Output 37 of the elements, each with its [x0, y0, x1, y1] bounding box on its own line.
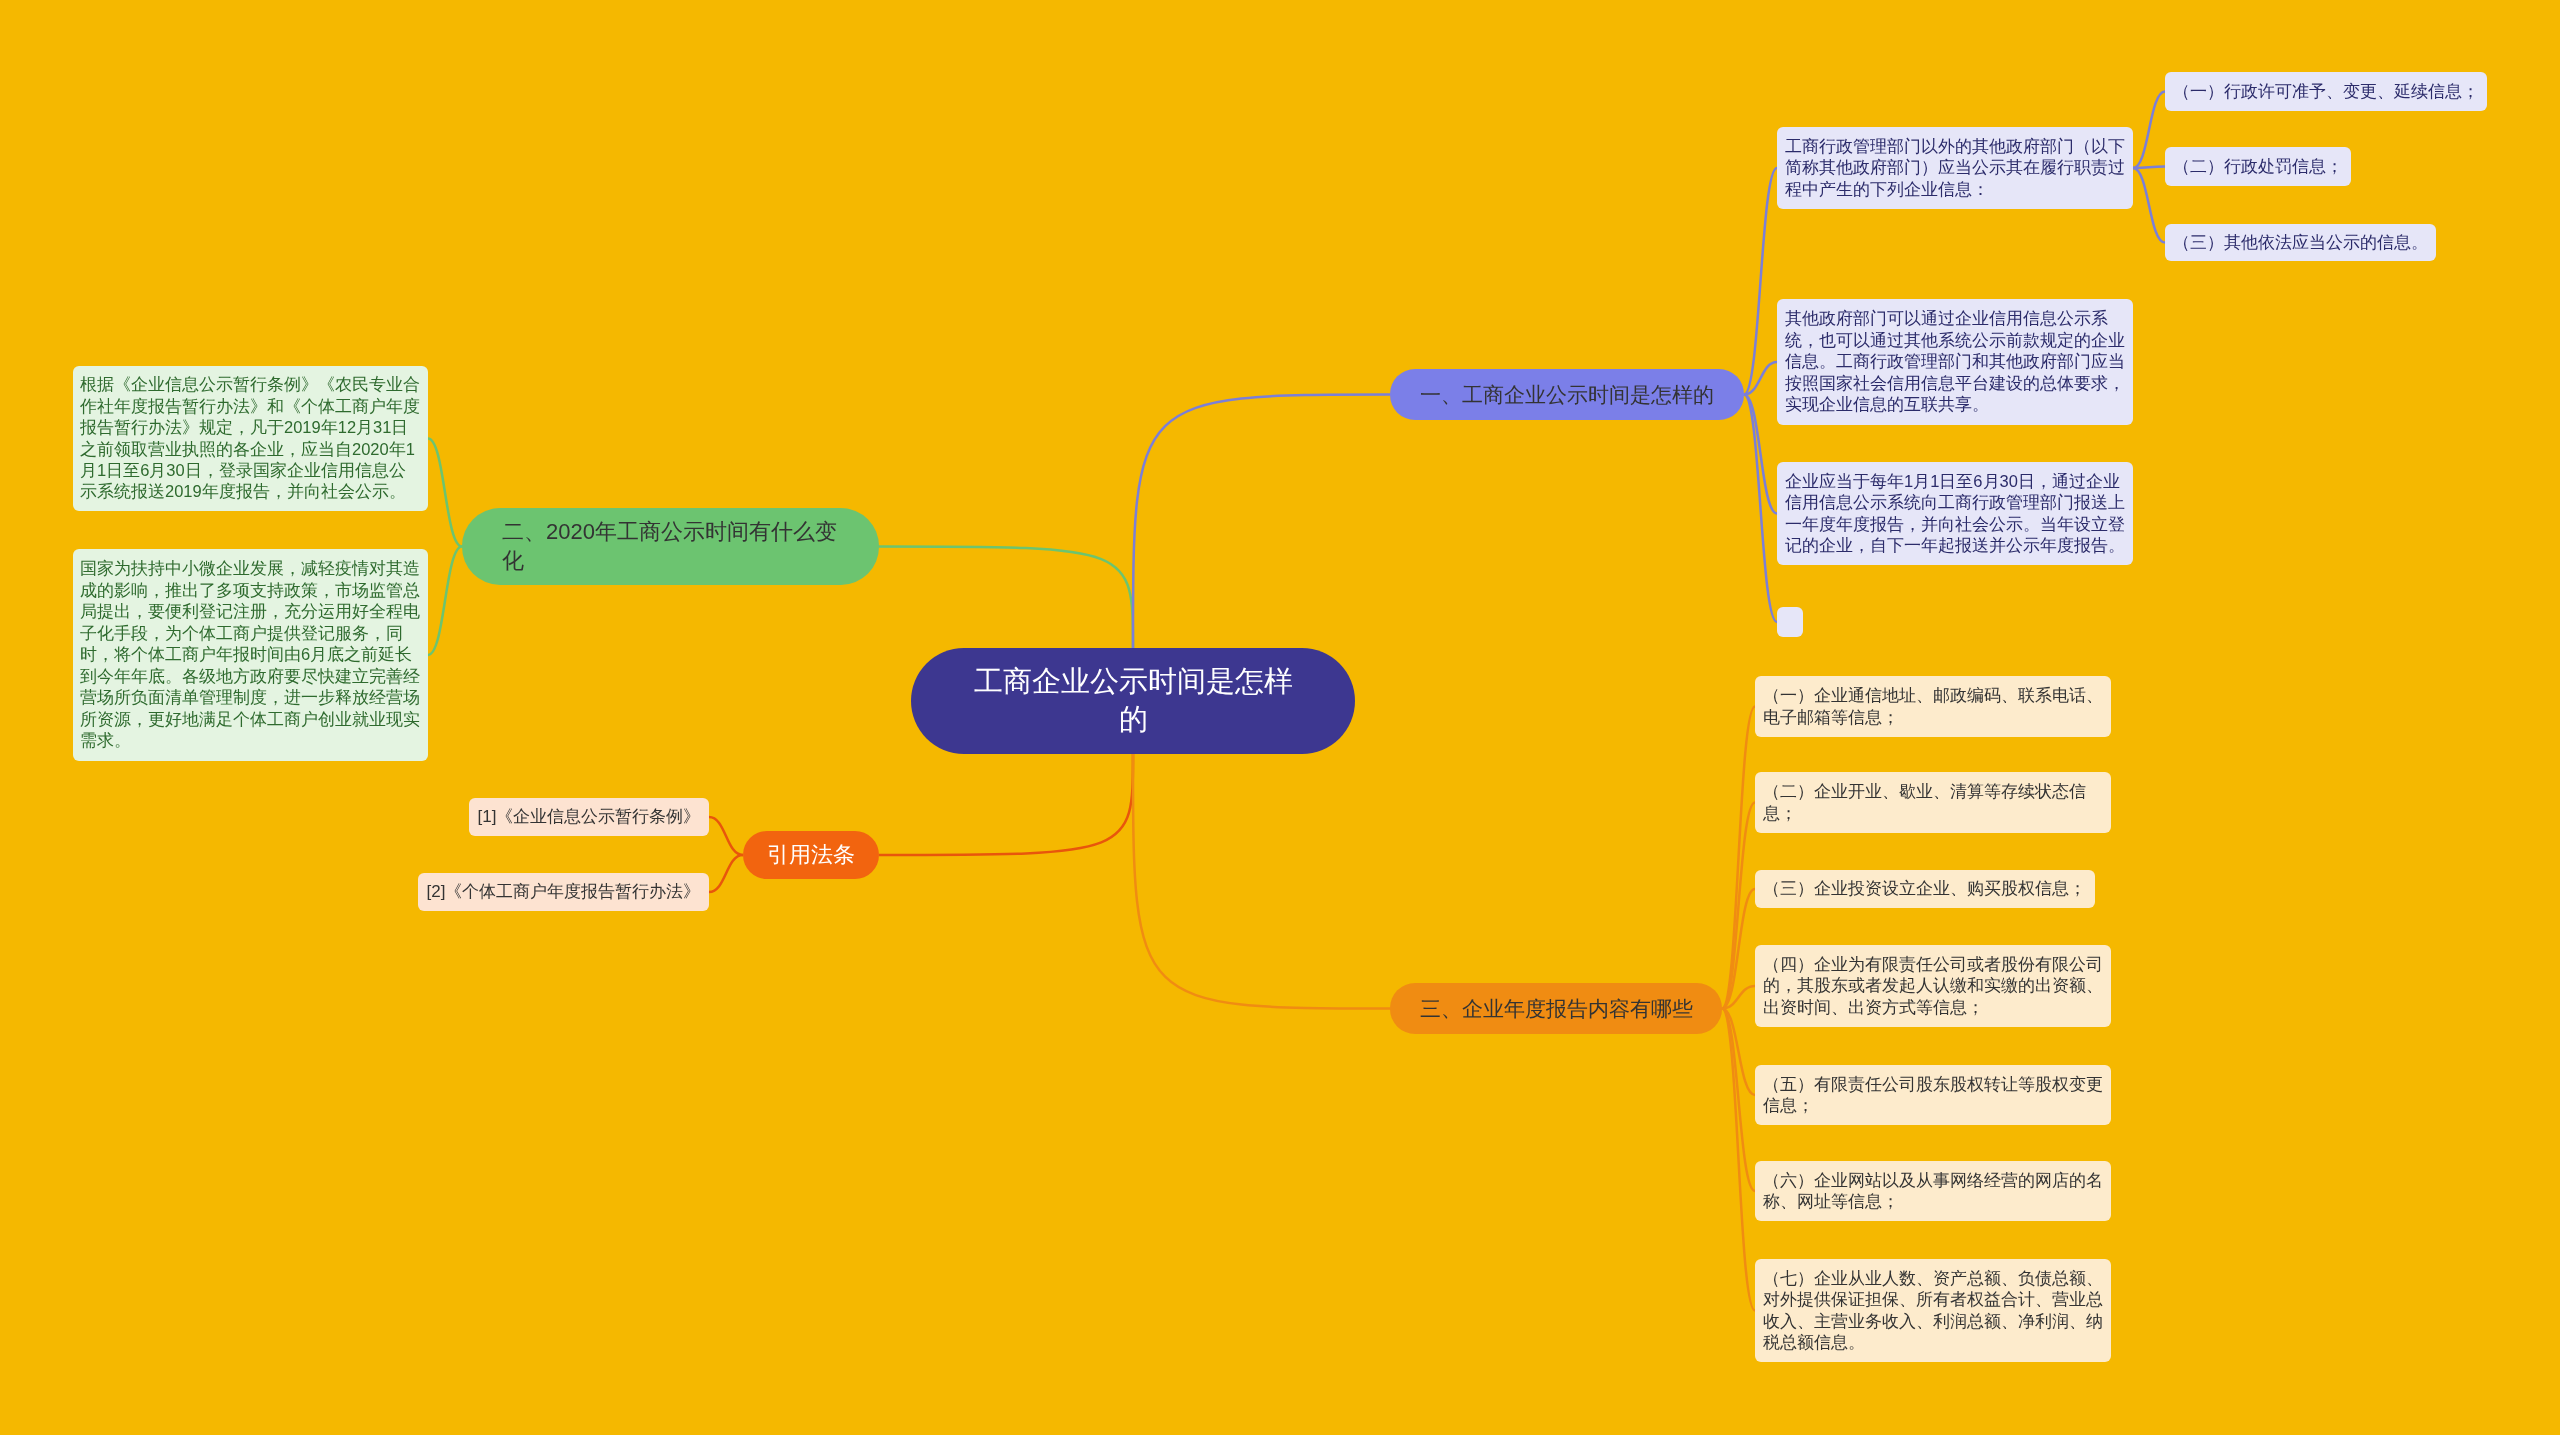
connector-line: [2133, 165, 2165, 170]
branch-topic: 引用法条: [743, 831, 879, 879]
note-box: 企业应当于每年1月1日至6月30日，通过企业信用信息公示系统向工商行政管理部门报送上一年度年度报告，并向社会公示。当年设立登记的企业，自下一年起报送并公示年度报告。: [1777, 462, 2133, 565]
connector-line: [708, 815, 744, 857]
connector-line: [1743, 393, 1778, 515]
branch-topic: 一、工商企业公示时间是怎样的: [1390, 369, 1744, 420]
connector-line: [1743, 167, 1778, 396]
connector-line: [2132, 90, 2166, 170]
note-box: （六）企业网站以及从事网络经营的网店的名称、网址等信息；: [1755, 1161, 2111, 1221]
connector-line: [1720, 1007, 1757, 1312]
note-box: 其他政府部门可以通过企业信用信息公示系统，也可以通过其他系统公示前款规定的企业信息。工商行政管理部门和其他政府部门应当按照国家社会信用信息平台建设的总体要求，实现企业信息的互联共享。: [1777, 299, 2133, 425]
note-box: （二）行政处罚信息；: [2165, 147, 2351, 186]
connector-line: [1131, 393, 1390, 648]
connector-line: [427, 437, 463, 548]
note-box: （一）企业通信地址、邮政编码、联系电话、电子邮箱等信息；: [1755, 676, 2111, 737]
note-box: 根据《企业信息公示暂行条例》《农民专业合作社年度报告暂行办法》和《个体工商户年度报告暂行办法》规定，凡于2019年12月31日之前领取营业执照的各企业，应当自2020年1月1日至6月30日，登录国家企业信用信息公示系统报送2019年度报告，并向社会公示。: [73, 366, 428, 511]
note-box: （三）其他依法应当公示的信息。: [2165, 224, 2436, 261]
citation-box: [1]《企业信息公示暂行条例》: [469, 798, 709, 836]
citation-box: [2]《个体工商户年度报告暂行办法》: [418, 873, 709, 911]
note-box: 国家为扶持中小微企业发展，减轻疫情对其造成的影响，推出了多项支持政策，市场监管总局提出，要便利登记注册，充分运用好全程电子化手段，为个体工商户提供登记服务，同时，将个体工商户年报时间由6月底之前延长到今年年底。各级地方政府要尽快建立完善经营场所负面清单管理制度，进一步释放经营场所资源，更好地满足个体工商户创业就业现实需求。: [73, 549, 428, 761]
note-box: （七）企业从业人数、资产总额、负债总额、对外提供保证担保、所有者权益合计、营业总收入、主营业务收入、利润总额、净利润、纳税总额信息。: [1755, 1259, 2111, 1362]
note-box: （一）行政许可准予、变更、延续信息；: [2165, 72, 2487, 111]
connector-line: [427, 545, 463, 657]
connector-line: [1131, 754, 1390, 1010]
note-box: （五）有限责任公司股东股权转让等股权变更信息；: [1755, 1065, 2111, 1125]
branch-topic: 三、企业年度报告内容有哪些: [1390, 983, 1722, 1034]
connector-line: [708, 853, 744, 894]
note-box: （二）企业开业、歇业、清算等存续状态信息；: [1755, 772, 2111, 833]
empty-box: [1777, 607, 1803, 637]
connector-line: [2132, 166, 2166, 244]
note-box: （三）企业投资设立企业、购买股权信息；: [1755, 870, 2095, 908]
note-box: 工商行政管理部门以外的其他政府部门（以下简称其他政府部门）应当公示其在履行职责过程中产生的下列企业信息：: [1777, 127, 2133, 209]
connector-line: [1743, 393, 1778, 623]
note-box: （四）企业为有限责任公司或者股份有限公司的，其股东或者发起人认缴和实缴的出资额、出资时间、出资方式等信息；: [1755, 945, 2111, 1027]
connector-line: [1743, 360, 1778, 396]
branch-topic: 二、2020年工商公示时间有什么变化: [462, 508, 879, 585]
central-topic: 工商企业公示时间是怎样的: [911, 648, 1355, 754]
